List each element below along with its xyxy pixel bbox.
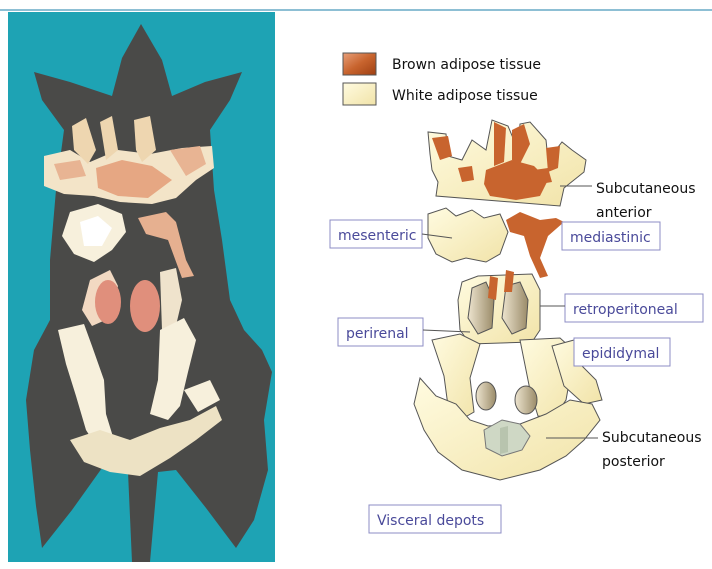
subcutaneous-anterior-depot — [428, 120, 586, 206]
dissection-photo — [8, 12, 275, 562]
label-visceral-depots: Visceral depots — [369, 505, 501, 533]
svg-text:perirenal: perirenal — [346, 326, 409, 342]
svg-text:posterior: posterior — [602, 454, 665, 470]
label-retroperitoneal: retroperitoneal — [540, 294, 703, 322]
legend: Brown adipose tissue White adipose tissu… — [343, 53, 541, 105]
svg-text:anterior: anterior — [596, 205, 652, 221]
svg-text:Subcutaneous: Subcutaneous — [602, 430, 702, 446]
svg-text:mesenteric: mesenteric — [338, 228, 416, 244]
mediastinic-depot — [506, 212, 564, 278]
depot-diagram: Brown adipose tissue White adipose tissu… — [330, 53, 703, 533]
svg-text:Subcutaneous: Subcutaneous — [596, 181, 696, 197]
legend-brown-label: Brown adipose tissue — [392, 57, 541, 73]
svg-text:epididymal: epididymal — [582, 346, 659, 362]
svg-text:mediastinic: mediastinic — [570, 230, 651, 246]
svg-text:Visceral depots: Visceral depots — [377, 513, 484, 529]
legend-brown-swatch — [343, 53, 376, 75]
retroperitoneal-depot — [458, 270, 540, 344]
svg-text:retroperitoneal: retroperitoneal — [573, 302, 678, 318]
label-subcutaneous-anterior: Subcutaneous anterior — [560, 181, 696, 221]
legend-white-swatch — [343, 83, 376, 105]
legend-white-label: White adipose tissue — [392, 88, 538, 104]
label-epididymal: epididymal — [574, 338, 670, 366]
mesenteric-depot — [428, 208, 508, 262]
label-mediastinic: mediastinic — [562, 222, 660, 250]
